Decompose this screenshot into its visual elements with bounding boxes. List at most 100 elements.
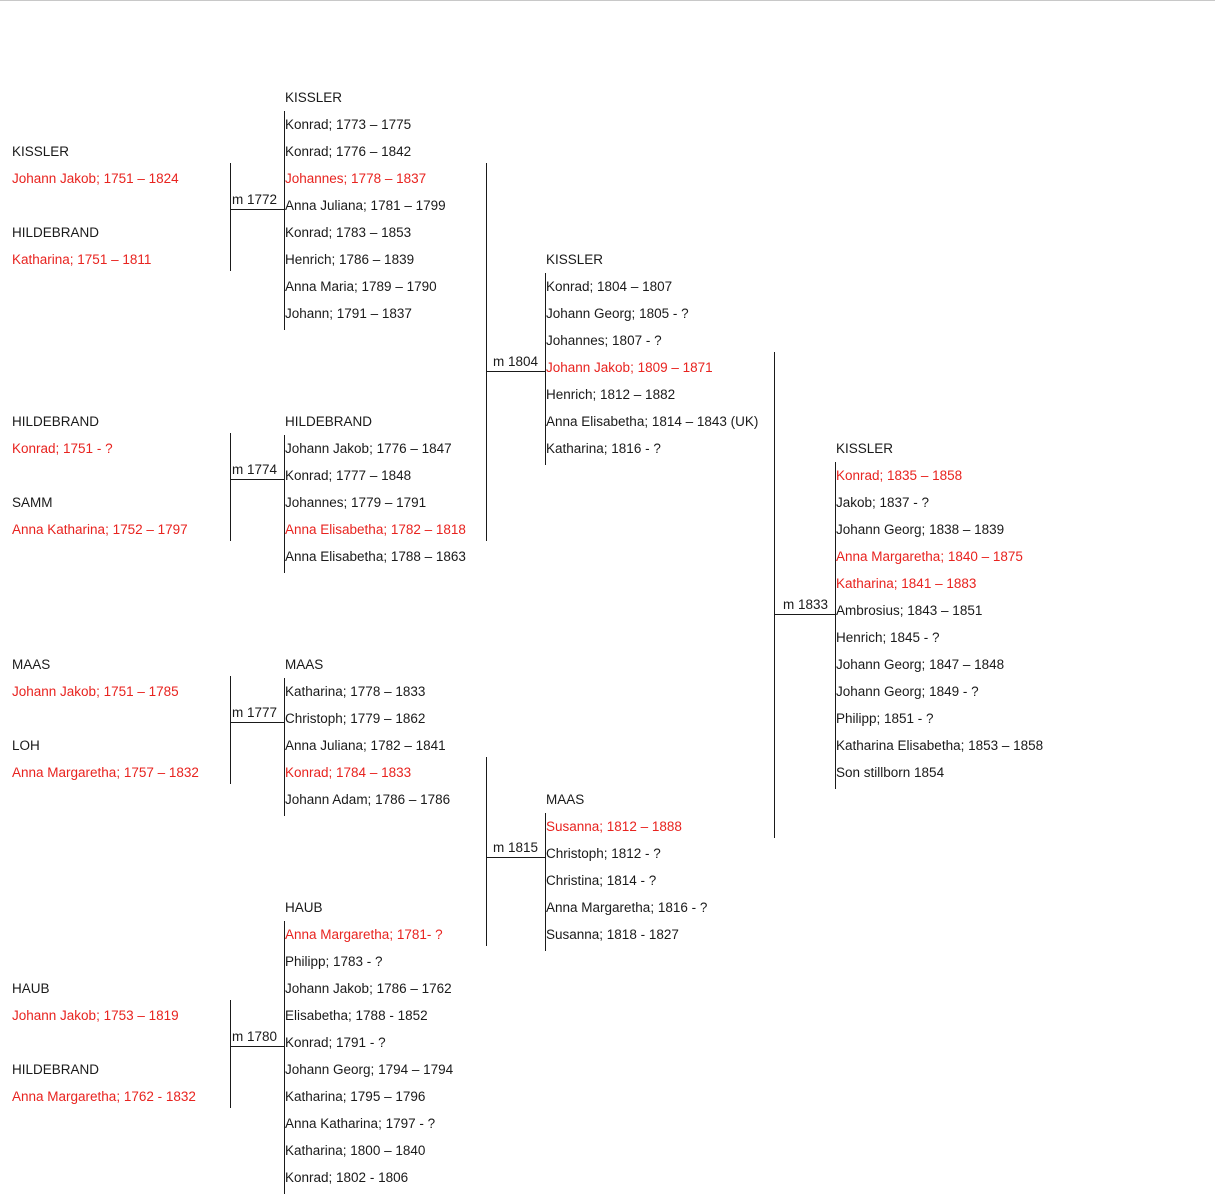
child-entry: Johann Georg; 1847 – 1848 (836, 657, 1005, 672)
person-name: Anna Margaretha; 1757 – 1832 (12, 765, 199, 780)
child-entry: Johannes; 1778 – 1837 (285, 171, 427, 186)
couple-bracket-line (486, 757, 487, 946)
children-bracket-line (284, 921, 285, 1194)
surname-label: HILDEBRAND (12, 414, 100, 429)
child-entry: Johannes; 1779 – 1791 (285, 495, 427, 510)
child-entry: Christina; 1814 - ? (546, 873, 657, 888)
child-entry: Henrich; 1786 – 1839 (285, 252, 415, 267)
marriage-label: m 1774 (231, 462, 277, 477)
child-entry: Christoph; 1812 - ? (546, 846, 661, 861)
child-entry: Katharina; 1800 – 1840 (285, 1143, 426, 1158)
couple-bracket-line (230, 433, 231, 541)
marriage-label: m 1815 (492, 840, 538, 855)
family-surname: MAAS (285, 657, 324, 672)
person-name: Katharina; 1751 – 1811 (12, 252, 152, 267)
surname-label: HILDEBRAND (12, 225, 100, 240)
child-entry: Anna Elisabetha; 1814 – 1843 (UK) (546, 414, 759, 429)
children-bracket-line (284, 435, 285, 573)
child-entry: Johann Jakob; 1786 – 1762 (285, 981, 452, 996)
couple-bracket-line (774, 352, 775, 838)
family-surname: KISSLER (836, 441, 894, 456)
surname-label: MAAS (12, 657, 51, 672)
child-entry: Anna Juliana; 1781 – 1799 (285, 198, 446, 213)
child-entry: Katharina; 1795 – 1796 (285, 1089, 426, 1104)
person-name: Konrad; 1751 - ? (12, 441, 113, 456)
child-entry: Henrich; 1845 - ? (836, 630, 940, 645)
family-surname: KISSLER (285, 90, 343, 105)
child-entry: Johann Jakob; 1776 – 1847 (285, 441, 452, 456)
child-entry: Johann Georg; 1849 - ? (836, 684, 979, 699)
person-name: Anna Katharina; 1752 – 1797 (12, 522, 188, 537)
child-entry: Ambrosius; 1843 – 1851 (836, 603, 983, 618)
child-entry: Philipp; 1851 - ? (836, 711, 934, 726)
family-surname: HAUB (285, 900, 323, 915)
child-entry: Katharina; 1841 – 1883 (836, 576, 977, 591)
child-entry: Konrad; 1783 – 1853 (285, 225, 412, 240)
child-entry: Konrad; 1777 – 1848 (285, 468, 412, 483)
child-entry: Konrad; 1802 - 1806 (285, 1170, 409, 1185)
child-entry: Anna Elisabetha; 1782 – 1818 (285, 522, 466, 537)
child-entry: Katharina; 1816 - ? (546, 441, 661, 456)
child-entry: Johann Georg; 1794 – 1794 (285, 1062, 454, 1077)
marriage-label: m 1777 (231, 705, 277, 720)
children-bracket-line (284, 111, 285, 330)
child-entry: Johann Georg; 1838 – 1839 (836, 522, 1005, 537)
children-bracket-line (835, 462, 836, 789)
child-entry: Johann Jakob; 1809 – 1871 (546, 360, 713, 375)
children-bracket-line (284, 678, 285, 816)
surname-label: LOH (12, 738, 40, 753)
child-entry: Konrad; 1784 – 1833 (285, 765, 412, 780)
child-entry: Anna Elisabetha; 1788 – 1863 (285, 549, 466, 564)
child-entry: Elisabetha; 1788 - 1852 (285, 1008, 428, 1023)
child-entry: Anna Juliana; 1782 – 1841 (285, 738, 446, 753)
child-entry: Konrad; 1776 – 1842 (285, 144, 412, 159)
surname-label: KISSLER (12, 144, 70, 159)
child-entry: Johann Georg; 1805 - ? (546, 306, 689, 321)
child-entry: Konrad; 1835 – 1858 (836, 468, 963, 483)
family-surname: KISSLER (546, 252, 604, 267)
child-entry: Katharina Elisabetha; 1853 – 1858 (836, 738, 1044, 753)
couple-bracket-line (230, 676, 231, 784)
top-border (0, 0, 1215, 1)
child-entry: Anna Katharina; 1797 - ? (285, 1116, 436, 1131)
marriage-connector (230, 479, 284, 480)
child-entry: Katharina; 1778 – 1833 (285, 684, 426, 699)
child-entry: Anna Maria; 1789 – 1790 (285, 279, 437, 294)
child-entry: Christoph; 1779 – 1862 (285, 711, 426, 726)
person-name: Johann Jakob; 1751 – 1785 (12, 684, 179, 699)
person-name: Anna Margaretha; 1762 - 1832 (12, 1089, 196, 1104)
child-entry: Anna Margaretha; 1816 - ? (546, 900, 708, 915)
marriage-connector (774, 614, 835, 615)
marriage-connector (230, 722, 284, 723)
marriage-connector (230, 209, 284, 210)
marriage-connector (486, 371, 545, 372)
marriage-label: m 1833 (782, 597, 828, 612)
children-bracket-line (545, 813, 546, 951)
child-entry: Susanna; 1812 – 1888 (546, 819, 682, 834)
person-name: Johann Jakob; 1751 – 1824 (12, 171, 179, 186)
child-entry: Anna Margaretha; 1840 – 1875 (836, 549, 1023, 564)
child-entry: Henrich; 1812 – 1882 (546, 387, 676, 402)
surname-label: HILDEBRAND (12, 1062, 100, 1077)
child-entry: Philipp; 1783 - ? (285, 954, 383, 969)
surname-label: HAUB (12, 981, 50, 996)
marriage-label: m 1780 (231, 1029, 277, 1044)
couple-bracket-line (230, 1000, 231, 1108)
marriage-label: m 1804 (492, 354, 538, 369)
children-bracket-line (545, 273, 546, 465)
family-surname: MAAS (546, 792, 585, 807)
child-entry: Konrad; 1791 - ? (285, 1035, 386, 1050)
child-entry: Jakob; 1837 - ? (836, 495, 930, 510)
marriage-connector (230, 1046, 284, 1047)
marriage-label: m 1772 (231, 192, 277, 207)
child-entry: Johann Adam; 1786 – 1786 (285, 792, 451, 807)
child-entry: Susanna; 1818 - 1827 (546, 927, 679, 942)
child-entry: Son stillborn 1854 (836, 765, 945, 780)
marriage-connector (486, 857, 545, 858)
child-entry: Konrad; 1773 – 1775 (285, 117, 412, 132)
surname-label: SAMM (12, 495, 53, 510)
family-surname: HILDEBRAND (285, 414, 373, 429)
child-entry: Anna Margaretha; 1781- ? (285, 927, 443, 942)
child-entry: Konrad; 1804 – 1807 (546, 279, 673, 294)
person-name: Johann Jakob; 1753 – 1819 (12, 1008, 179, 1023)
